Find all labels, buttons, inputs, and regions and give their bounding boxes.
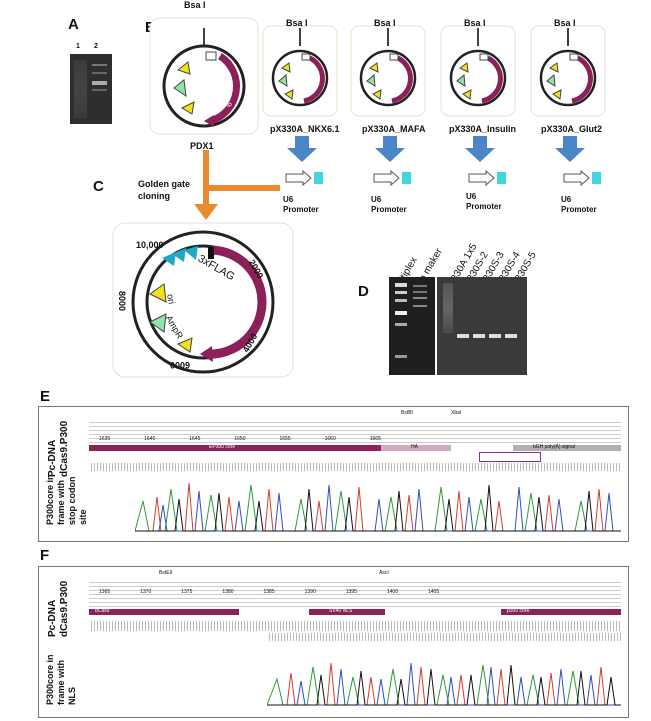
glut2-plasmid-map: [530, 25, 606, 117]
feature-bar-p300-core: p300 core: [501, 608, 621, 615]
enzyme-label-bsteii: BstEII: [159, 570, 173, 576]
feature-bar-ha: HA: [381, 444, 451, 451]
gel-image-a: [70, 54, 112, 124]
plasmid-tick-10000: 10,000: [136, 240, 164, 250]
bsai-label-pdx1: Bsa I: [184, 0, 206, 10]
down-arrow-icon: [287, 136, 317, 162]
down-arrow-icon: [555, 136, 585, 162]
assembled-plasmid-map: [112, 222, 294, 378]
u6-promoter-arrow-icon: [285, 170, 323, 186]
panel-label-f: F: [40, 547, 50, 564]
u6-promoter-arrow-icon: [468, 170, 506, 186]
gel-a-lane-1: 1: [76, 43, 80, 50]
feature-bar-bgh: bGH poly(A) signal: [513, 444, 621, 451]
nkx61-plasmid-map: [262, 25, 338, 117]
bsai-label-mafa: Bsa I: [374, 18, 396, 28]
down-arrow-icon: [465, 136, 495, 162]
enzyme-label-bstbi: BstBI: [401, 410, 413, 416]
construct-name-insulin: pX330A_Insulin: [449, 124, 517, 134]
insulin-plasmid-map: [440, 25, 516, 117]
read-bases-e: [89, 463, 621, 471]
construct-name-mafa: pX330A_MAFA: [362, 124, 426, 134]
golden-gate-orange-arrow: [194, 150, 280, 220]
chromatogram-e: [135, 482, 621, 532]
panel-label-d: D: [358, 283, 369, 300]
panel-label-c: C: [93, 178, 104, 195]
sequence-text-rows: [89, 419, 621, 445]
u6-promoter-arrow-icon: [373, 170, 411, 186]
chromatogram-f: [267, 662, 621, 706]
panel-label-e: E: [40, 388, 51, 405]
feature-bar-sv40-nls: SV40 NLS: [309, 608, 385, 615]
enzyme-label-xbai: XbaI: [451, 410, 462, 416]
panel-label-a: A: [68, 16, 79, 33]
sequence-text-rows: [89, 579, 621, 607]
plasmid-tick-6000: 6000: [170, 360, 191, 370]
construct-name-nkx61: pX330A_NKX6.1: [270, 124, 340, 134]
mafa-plasmid-map: [350, 25, 426, 117]
u6-promoter-arrow-icon: [563, 170, 601, 186]
bsai-label-insulin: Bsa I: [464, 18, 486, 28]
gel-a-lane-2: 2: [94, 43, 98, 50]
gel-image-d-multiplex: [389, 277, 435, 375]
bsai-label-nkx61: Bsa I: [286, 18, 308, 28]
construct-name-glut2: pX330A_Glut2: [541, 124, 603, 134]
primer-annotation-e: [479, 452, 541, 462]
plasmid-tick-8000: 8000: [117, 290, 128, 312]
read-bases-f: [89, 621, 621, 631]
feature-label-ori: ori: [165, 293, 177, 305]
feature-bar-ep300: EP300 core: [89, 444, 381, 451]
feature-bar-dcas9: dCas9: [89, 608, 239, 615]
enzyme-label-asci: AscI: [379, 570, 389, 576]
gel-image-d-samples: [437, 277, 527, 375]
down-arrow-icon: [375, 136, 405, 162]
construct-name-pdx1: PDX1: [190, 141, 214, 151]
bsai-label-glut2: Bsa I: [554, 18, 576, 28]
pdx1-plasmid-map: Cas9: [149, 17, 259, 135]
read-bases-f-2: [267, 633, 621, 641]
